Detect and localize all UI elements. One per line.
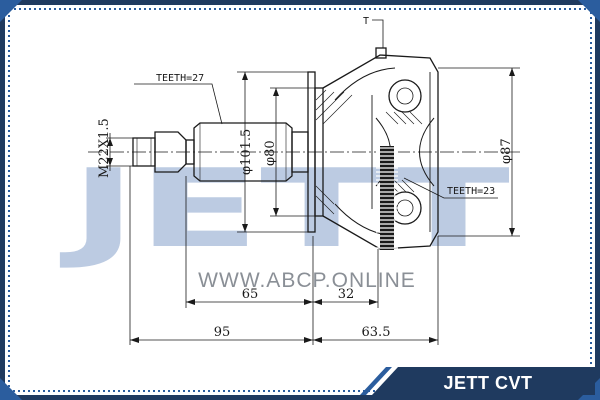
- length-arrows: [130, 299, 438, 343]
- length-65-label: 65: [242, 287, 259, 302]
- abs-ring-body: [380, 146, 394, 250]
- section-hatch: [315, 89, 423, 215]
- abs-tone-ring: [376, 146, 398, 250]
- teeth-shaft-label: TEETH=27: [156, 73, 204, 84]
- length-32-label: 32: [338, 287, 355, 302]
- diameter-arrows: [107, 68, 515, 236]
- leader-lines: [134, 19, 498, 199]
- dia-mid-label: φ80: [263, 140, 278, 166]
- length-95-label: 95: [214, 325, 231, 340]
- teeth-ring-label: TEETH=23: [447, 186, 495, 197]
- watermark-logo: JETT: [58, 147, 510, 272]
- brand-name: JETT CVT: [443, 373, 532, 393]
- t-mark-label: T: [363, 16, 369, 27]
- length-dimensions: [129, 166, 439, 345]
- dia-right-label: φ87: [499, 138, 514, 164]
- watermark-site: WWW.ABCP.ONLINE: [198, 269, 416, 292]
- diameter-lines: [106, 67, 520, 237]
- brand-banner: JETT CVT: [360, 367, 595, 395]
- cv-joint-outline: [132, 47, 439, 250]
- thread-label: M22X1.5: [97, 118, 112, 178]
- length-63-5-label: 63.5: [362, 325, 391, 340]
- dia-large-label: φ101.5: [239, 129, 254, 175]
